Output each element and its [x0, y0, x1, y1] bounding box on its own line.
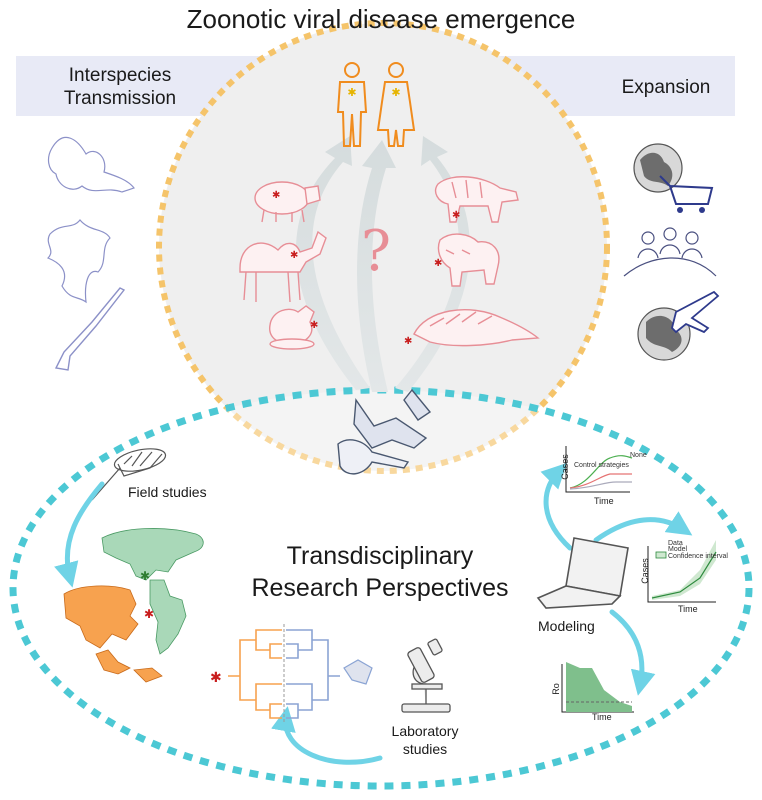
- microscope-icon: [401, 638, 451, 713]
- crowd-icon: [623, 227, 717, 277]
- chart3-xlabel: Time: [592, 712, 612, 722]
- modeling-label: Modeling: [538, 618, 595, 634]
- phylogenetic-tree-orange: [228, 629, 282, 719]
- hen-virus-icon: ✱: [310, 320, 318, 331]
- raccoon-dog-icon: [437, 233, 500, 287]
- mini-chart-2: [647, 540, 717, 603]
- mini-chart-1: [565, 446, 633, 493]
- americas-map: [101, 528, 204, 655]
- raccoon-dog-virus-icon: ✱: [434, 258, 442, 269]
- chart1-annotation-control: Control strategies: [574, 462, 629, 469]
- top-circle-fill: [159, 23, 607, 471]
- field-studies-label: Field studies: [128, 484, 207, 500]
- left-header: Interspecies Transmission: [63, 65, 177, 109]
- chart2-ylabel: Cases: [639, 558, 650, 584]
- chart1-annotation-none: None: [630, 452, 647, 459]
- diagram-title: Zoonotic viral disease emergence: [186, 4, 576, 34]
- tree-virus-icon: ✱: [210, 669, 222, 685]
- laboratory-studies-label: Laboratory studies: [391, 723, 459, 757]
- environment-icon: [47, 136, 135, 193]
- human-male-icon: [336, 62, 368, 147]
- insect-net-icon: [91, 448, 167, 501]
- pangolin-virus-icon: ✱: [404, 336, 412, 347]
- center-title: Transdisciplinary Research Perspectives: [251, 542, 509, 602]
- civet-icon: [434, 176, 519, 223]
- hen-icon: [269, 305, 315, 350]
- deforestation-icon: [46, 219, 111, 304]
- right-header: Expansion: [621, 77, 711, 98]
- human-female-icon: [376, 62, 416, 147]
- chart2-legend-model: Model: [668, 546, 688, 553]
- camel-icon: [239, 230, 327, 303]
- camel-virus-icon: ✱: [290, 250, 298, 261]
- pig-icon: [254, 181, 321, 223]
- flow-arrows: [54, 462, 693, 765]
- human-virus-icon: ✱: [391, 87, 400, 99]
- chart1-xlabel: Time: [594, 496, 614, 506]
- chart2-legend-ci: Confidence interval: [668, 553, 728, 560]
- bird-icon: [337, 439, 410, 475]
- hunting-rifle-icon: [54, 287, 126, 371]
- question-mark: ?: [361, 219, 391, 284]
- americas-virus-icon: ✱: [140, 569, 150, 583]
- bat-icon: [353, 388, 432, 449]
- mini-bat-icon: [343, 659, 373, 685]
- chart2-xlabel: Time: [678, 604, 698, 614]
- laptop-icon: [536, 537, 629, 609]
- chart1-ylabel: Cases: [559, 454, 570, 480]
- phylogenetic-tree-blue: [286, 629, 340, 719]
- pig-virus-icon: ✱: [272, 190, 280, 201]
- globe-trade-icon: [633, 143, 714, 213]
- asia-virus-icon: ✱: [144, 607, 154, 621]
- globe-travel-icon: [637, 290, 720, 361]
- chart2-legend-data: Data: [668, 540, 683, 547]
- human-virus-icon: ✱: [347, 87, 356, 99]
- mini-chart-3: [561, 662, 634, 713]
- pangolin-icon: [413, 308, 540, 347]
- asia-map: [63, 585, 163, 683]
- civet-virus-icon: ✱: [452, 210, 460, 221]
- top-circle-dotted-border: [156, 20, 610, 474]
- chart3-ylabel: Ro: [550, 683, 561, 695]
